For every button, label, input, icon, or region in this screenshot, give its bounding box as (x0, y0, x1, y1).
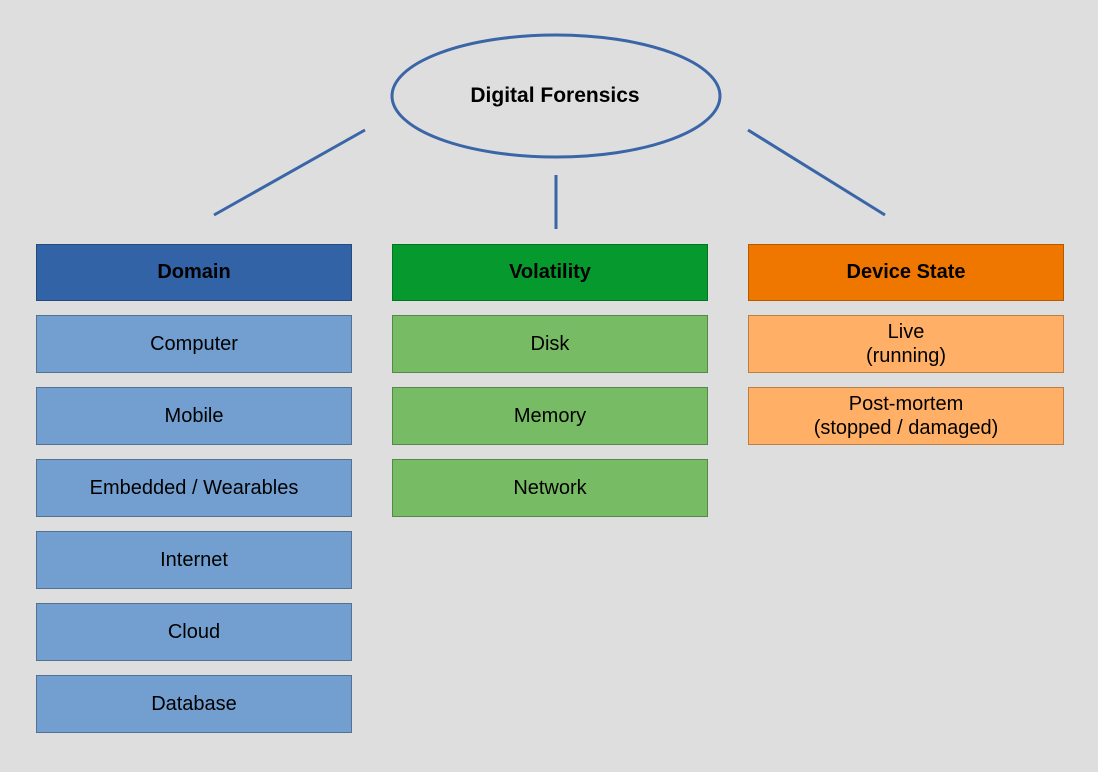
column-items-device-state: Live (running) Post-mortem (stopped / da… (748, 315, 1064, 445)
column-items-volatility: Disk Memory Network (392, 315, 708, 517)
item-memory: Memory (392, 387, 708, 445)
connector-domain (213, 128, 366, 217)
item-computer: Computer (36, 315, 352, 373)
item-network: Network (392, 459, 708, 517)
column-volatility: Volatility Disk Memory Network (392, 244, 708, 531)
column-items-domain: Computer Mobile Embedded / Wearables Int… (36, 315, 352, 733)
item-post-mortem: Post-mortem (stopped / damaged) (748, 387, 1064, 445)
item-database: Database (36, 675, 352, 733)
item-disk: Disk (392, 315, 708, 373)
item-cloud: Cloud (36, 603, 352, 661)
item-live: Live (running) (748, 315, 1064, 373)
column-domain: Domain Computer Mobile Embedded / Wearab… (36, 244, 352, 747)
item-internet: Internet (36, 531, 352, 589)
column-header-volatility: Volatility (392, 244, 708, 301)
root-node-label: Digital Forensics (470, 84, 640, 107)
root-ellipse (390, 33, 722, 159)
column-header-domain: Domain (36, 244, 352, 301)
item-embedded-wearables: Embedded / Wearables (36, 459, 352, 517)
column-device-state: Device State Live (running) Post-mortem … (748, 244, 1064, 459)
item-mobile: Mobile (36, 387, 352, 445)
column-header-device-state: Device State (748, 244, 1064, 301)
connector-device-state (747, 128, 886, 217)
